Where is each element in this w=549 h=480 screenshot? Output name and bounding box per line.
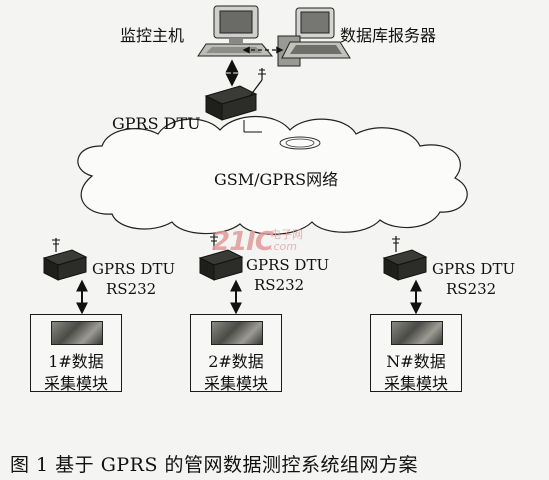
- watermark-logo: 21IC: [212, 227, 274, 257]
- remote-port-1-label: RS232: [106, 280, 157, 298]
- watermark-cn: 电子网: [270, 228, 303, 241]
- remote-dtu-1-label: GPRS DTU: [92, 260, 176, 278]
- gsm-gprs-cloud: [77, 115, 468, 235]
- data-module-1: 1#数据 采集模块: [30, 314, 122, 393]
- module-1-line2: 采集模块: [43, 374, 108, 393]
- database-server-computer-icon: [277, 7, 351, 67]
- remote-dtu-2-label: GPRS DTU: [246, 256, 330, 274]
- remote-port-3-label: RS232: [446, 280, 497, 298]
- module-board-3-icon: [391, 321, 443, 345]
- remote-port-2-label: RS232: [254, 276, 305, 294]
- remote-dtu-1-icon: [42, 238, 88, 281]
- remote-dtu-3-label: GPRS DTU: [432, 260, 516, 278]
- module-1-line1: 1#数据: [48, 352, 104, 371]
- network-label: GSM/GPRS网络: [214, 170, 339, 189]
- remote-dtu-2-icon: [198, 234, 244, 281]
- module-board-2-icon: [211, 321, 263, 345]
- monitor-host-computer-icon: [197, 5, 274, 57]
- top-gprs-dtu-label: GPRS DTU: [112, 114, 201, 133]
- module-2-line2: 采集模块: [203, 374, 268, 393]
- figure-caption: 图 1 基于 GPRS 的管网数据测控系统组网方案: [10, 454, 419, 476]
- data-module-2: 2#数据 采集模块: [190, 314, 282, 393]
- module-board-1-icon: [51, 321, 103, 345]
- db-server-label: 数据库报务器: [340, 26, 437, 45]
- module-2-line1: 2#数据: [208, 352, 264, 371]
- top-gprs-dtu-device-icon: [204, 68, 266, 133]
- module-3-line1: N#数据: [386, 352, 446, 371]
- remote-dtu-3-icon: [382, 236, 428, 281]
- monitor-host-label: 监控主机: [120, 26, 185, 45]
- data-module-3: N#数据 采集模块: [370, 314, 462, 393]
- watermark-url: .com: [270, 240, 297, 253]
- module-3-line2: 采集模块: [383, 374, 448, 393]
